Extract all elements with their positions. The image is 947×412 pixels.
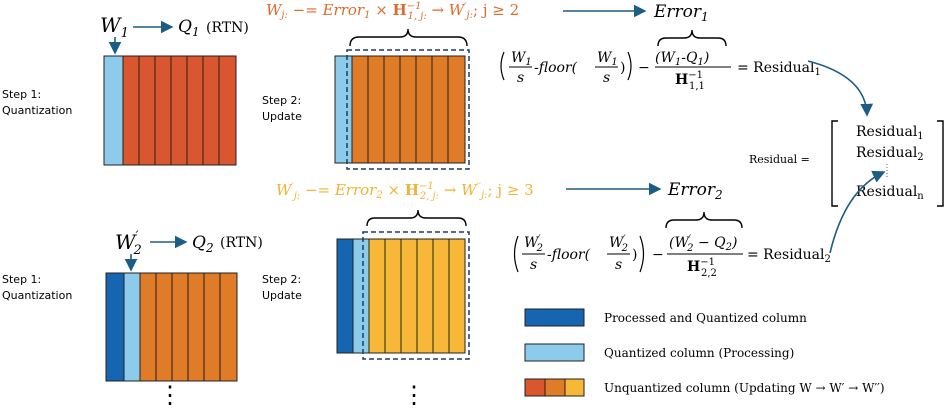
svg-text:-floor(: -floor( [547, 247, 591, 263]
svg-text:): ) [632, 247, 637, 263]
svg-text:W1: W1 [511, 50, 532, 68]
row1-rtn-header: W1 Q1 (RTN) [100, 13, 249, 55]
svg-text:Q1: Q1 [178, 17, 200, 39]
residual-item-2: Residual2 [856, 145, 924, 163]
row1-q-sub: 1 [192, 25, 200, 39]
legend-swatch-unquantized-1 [524, 378, 546, 397]
svg-text:-floor(: -floor( [534, 60, 578, 76]
row2-update-dashed-box [362, 231, 470, 360]
svg-text:W1: W1 [100, 13, 129, 41]
row1-rtn-text: (RTN) [206, 20, 249, 36]
row1-step2-label: Step 2: Update [262, 94, 305, 123]
residual2-to-vector-arrow [829, 170, 886, 254]
svg-text:W1: W1 [597, 50, 618, 68]
legend-swatch-unquantized-2 [544, 378, 566, 397]
svg-text:W′2: W′2 [115, 229, 142, 258]
svg-text:Q2: Q2 [192, 233, 214, 255]
svg-text:s: s [603, 70, 610, 86]
residual-vector-label: Residual = [749, 153, 810, 166]
svg-text:H−12,2: H−12,2 [687, 257, 717, 279]
row1-error-brace [657, 29, 727, 47]
svg-text:= Residual1: = Residual1 [737, 60, 821, 78]
svg-text:W′2: W′2 [609, 234, 628, 254]
svg-text:(W1-Q1): (W1-Q1) [655, 50, 709, 68]
row2-rtn-header: W′2 Q2 (RTN) [115, 229, 263, 272]
row1-w-sub: 1 [121, 26, 129, 41]
legend-label-processing: Quantized column (Processing) [604, 346, 794, 360]
row2-step2-matrix [336, 238, 466, 354]
row2-rtn-text: (RTN) [220, 235, 263, 251]
row1-q-label: Q [178, 17, 192, 37]
row1-update-brace [349, 28, 468, 47]
svg-text:−: − [652, 247, 664, 263]
residual-item-1: Residual1 [856, 124, 924, 142]
legend-label-unquantized: Unquantized column (Updating W → W′ → W′… [604, 381, 885, 395]
row1-update-dashed-box [346, 49, 470, 170]
svg-text:s: s [615, 257, 622, 273]
residual-vector: Residual1 Residual2 Residualn [831, 120, 944, 207]
legend: Processed and Quantized column Quantized… [524, 308, 885, 397]
svg-text:s: s [517, 70, 524, 86]
residual1-to-vector-arrow [807, 60, 874, 117]
svg-text:−: − [638, 60, 650, 76]
legend-swatch-processing [524, 343, 585, 362]
legend-label-processed: Processed and Quantized column [604, 311, 807, 325]
legend-swatch-unquantized-3 [564, 378, 585, 397]
row-ellipsis-right: ⋮ [402, 381, 426, 407]
legend-swatch-processed [524, 308, 585, 327]
svg-text:W′2: W′2 [524, 234, 543, 254]
svg-text:): ) [620, 60, 625, 76]
svg-text:H−11,1: H−11,1 [675, 70, 705, 92]
row1-w-label: W [100, 13, 122, 37]
svg-text:s: s [530, 257, 537, 273]
row2-step2-label: Step 2: Update [262, 273, 305, 302]
row2-step1-matrix [105, 272, 238, 382]
row2-error-brace [665, 211, 743, 229]
row2-update-brace [366, 209, 467, 227]
svg-text:(W′2 − Q2): (W′2 − Q2) [669, 234, 737, 254]
row1-error-label: Error1 [653, 2, 709, 24]
residual-item-n: Residualn [856, 184, 924, 202]
row2-error-label: Error2 [667, 180, 723, 202]
row2-step1-label: Step 1: Quantization [2, 273, 72, 302]
svg-text:= Residual2: = Residual2 [747, 247, 831, 265]
row1-step1-label: Step 1: Quantization [2, 88, 72, 117]
row1-step1-matrix [103, 55, 237, 166]
row-ellipsis-left: ⋮ [158, 381, 182, 407]
row1-step2-matrix [334, 55, 466, 164]
